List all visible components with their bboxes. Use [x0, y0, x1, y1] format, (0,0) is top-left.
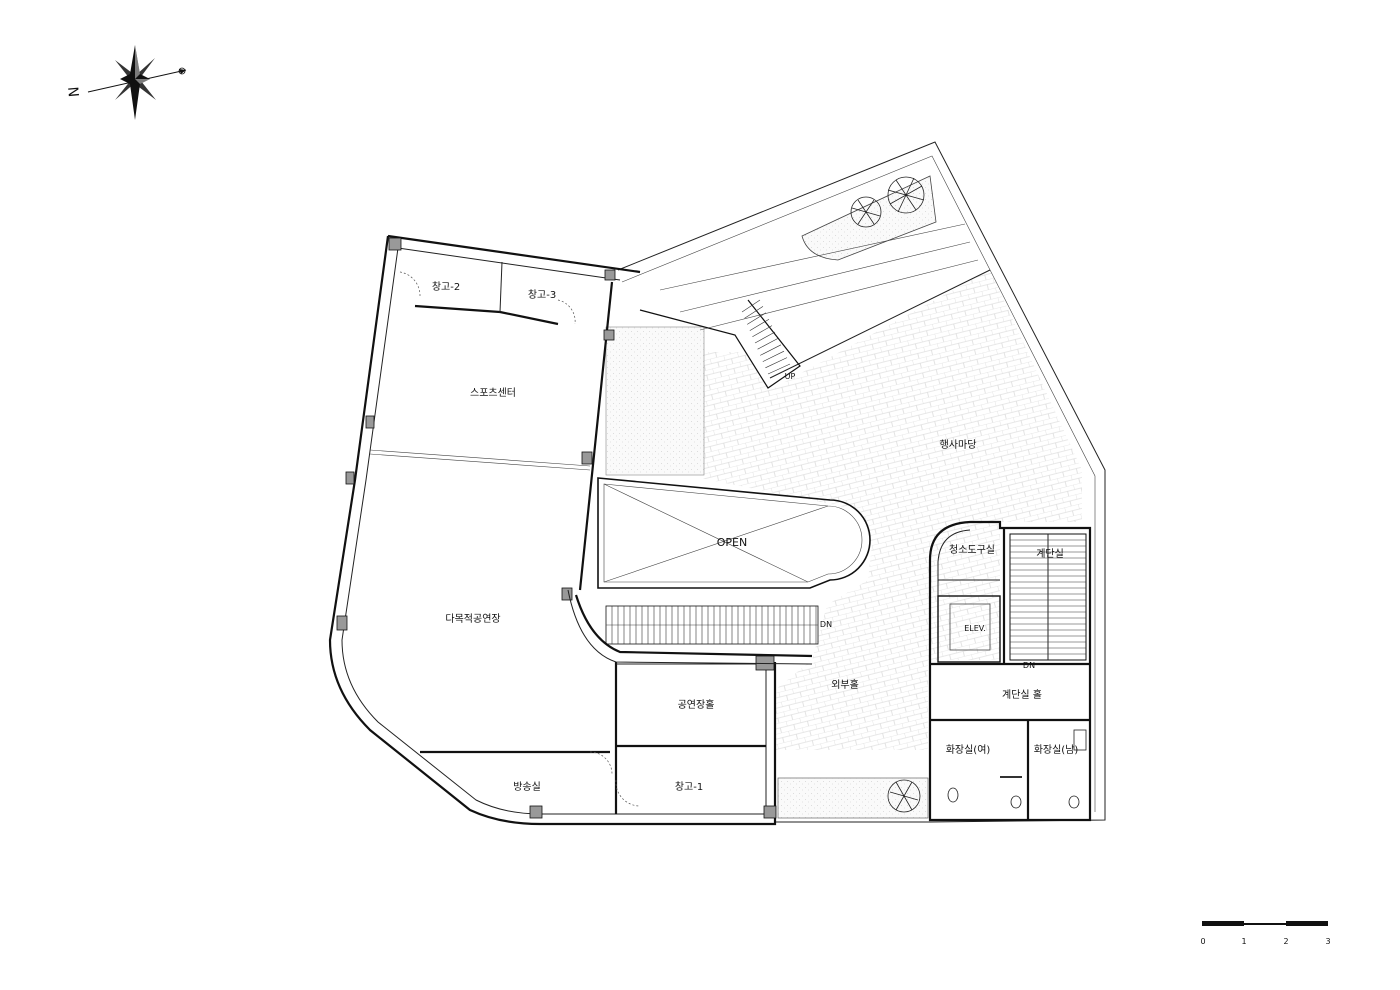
stair-tread: [749, 318, 770, 331]
core-stair: [1009, 533, 1087, 661]
room-label-broadcast-room: 방송실: [513, 781, 541, 793]
service-core-wall: [928, 520, 1092, 822]
stair-label-dn-main: DN: [820, 620, 832, 629]
room-label-event-yard: 행사마당: [940, 439, 977, 451]
room-label-sports-center: 스포츠센터: [470, 387, 516, 399]
planter-top: [801, 175, 937, 261]
room-label-performance-hall: 공연장홀: [678, 698, 715, 711]
stair-tread: [741, 299, 761, 313]
site-boundary: [617, 141, 1106, 823]
building-outer-wall: [328, 234, 777, 826]
room-label-restroom-m: 화장실(남): [1034, 744, 1079, 756]
room-label-outer-hall: 외부홀: [831, 678, 859, 691]
stair-label-dn-core: DN: [1023, 661, 1035, 670]
outdoor-stair-up: [639, 299, 801, 389]
room-label-storage1: 창고-1: [675, 781, 703, 793]
scale-bar: 0 1 2 3: [1200, 921, 1331, 946]
room-label-cleaning-room: 청소도구실: [949, 544, 995, 556]
stair-tread: [754, 331, 776, 344]
elevator-shaft: [937, 595, 1001, 663]
room-label-restroom-f: 화장실(여): [946, 744, 991, 756]
event-yard-paving: [700, 270, 1082, 750]
room-label-elevator: ELEV.: [964, 624, 986, 633]
room-label-storage2: 창고-2: [432, 281, 460, 293]
north-label: N: [66, 86, 83, 98]
stair-tread: [747, 312, 767, 325]
stair-label-up: UP: [785, 372, 796, 381]
stair-tread: [760, 344, 782, 356]
stair-tread: [765, 357, 788, 369]
stair-tread: [752, 325, 773, 338]
room-label-open: OPEN: [717, 536, 747, 549]
main-stair-dn: [605, 605, 819, 645]
room-label-storage3: 창고-3: [528, 289, 556, 301]
building-inner-wall: [341, 247, 767, 815]
room-label-stair-room: 계단실: [1036, 548, 1064, 560]
stair-tread: [744, 306, 764, 319]
site-boundary-inner: [621, 155, 1096, 812]
north-arrow-icon: N: [66, 45, 187, 120]
tree-icon: [850, 176, 925, 813]
scale-tick-3: 3: [1325, 937, 1330, 946]
room-label-stair-hall: 계단실 홀: [1002, 688, 1042, 701]
scale-tick-1: 1: [1241, 937, 1246, 946]
toilet-icon: [947, 729, 1087, 809]
stair-tread: [757, 338, 779, 350]
stone-area: [605, 326, 705, 476]
scale-tick-0: 0: [1200, 937, 1205, 946]
open-void: [597, 477, 871, 589]
stair-tread: [767, 363, 791, 375]
room-label-multipurpose-hall: 다목적공연장: [445, 613, 500, 625]
stair-tread: [762, 350, 785, 362]
scale-tick-2: 2: [1283, 937, 1288, 946]
